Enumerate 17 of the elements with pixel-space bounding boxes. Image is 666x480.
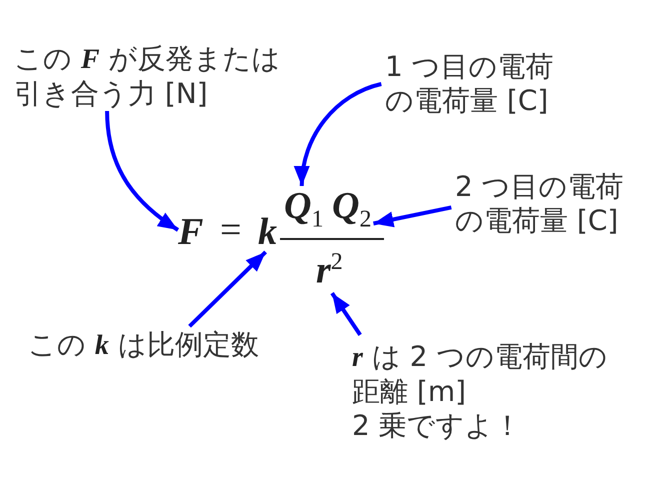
annotation-text: 2 乗ですよ！ — [352, 409, 523, 443]
formula-term: r$^{2}$ — [316, 242, 343, 291]
arrow — [294, 82, 382, 186]
arrow — [330, 292, 362, 336]
annotation-text: この F が反発または引き合う力 [N] — [14, 42, 296, 111]
formula-term: Q$_{2}$ — [332, 186, 372, 240]
equals-sign: = — [220, 210, 242, 250]
annotation-text: r は 2 つの電荷間の距離 [m] — [352, 340, 608, 409]
formula-term: k — [258, 212, 277, 252]
formula-term: Q$_{1}$ — [284, 186, 324, 240]
formula-term: F — [178, 212, 204, 252]
arrow — [188, 250, 267, 328]
annotation-text: 1 つ目の電荷の電荷量 [C] — [385, 50, 570, 118]
annotation-text: この k は比例定数 — [28, 328, 259, 363]
annotation-text: 2 つ目の電荷の電荷量 [C] — [455, 170, 640, 238]
arrow — [105, 110, 180, 232]
arrow — [373, 205, 452, 228]
